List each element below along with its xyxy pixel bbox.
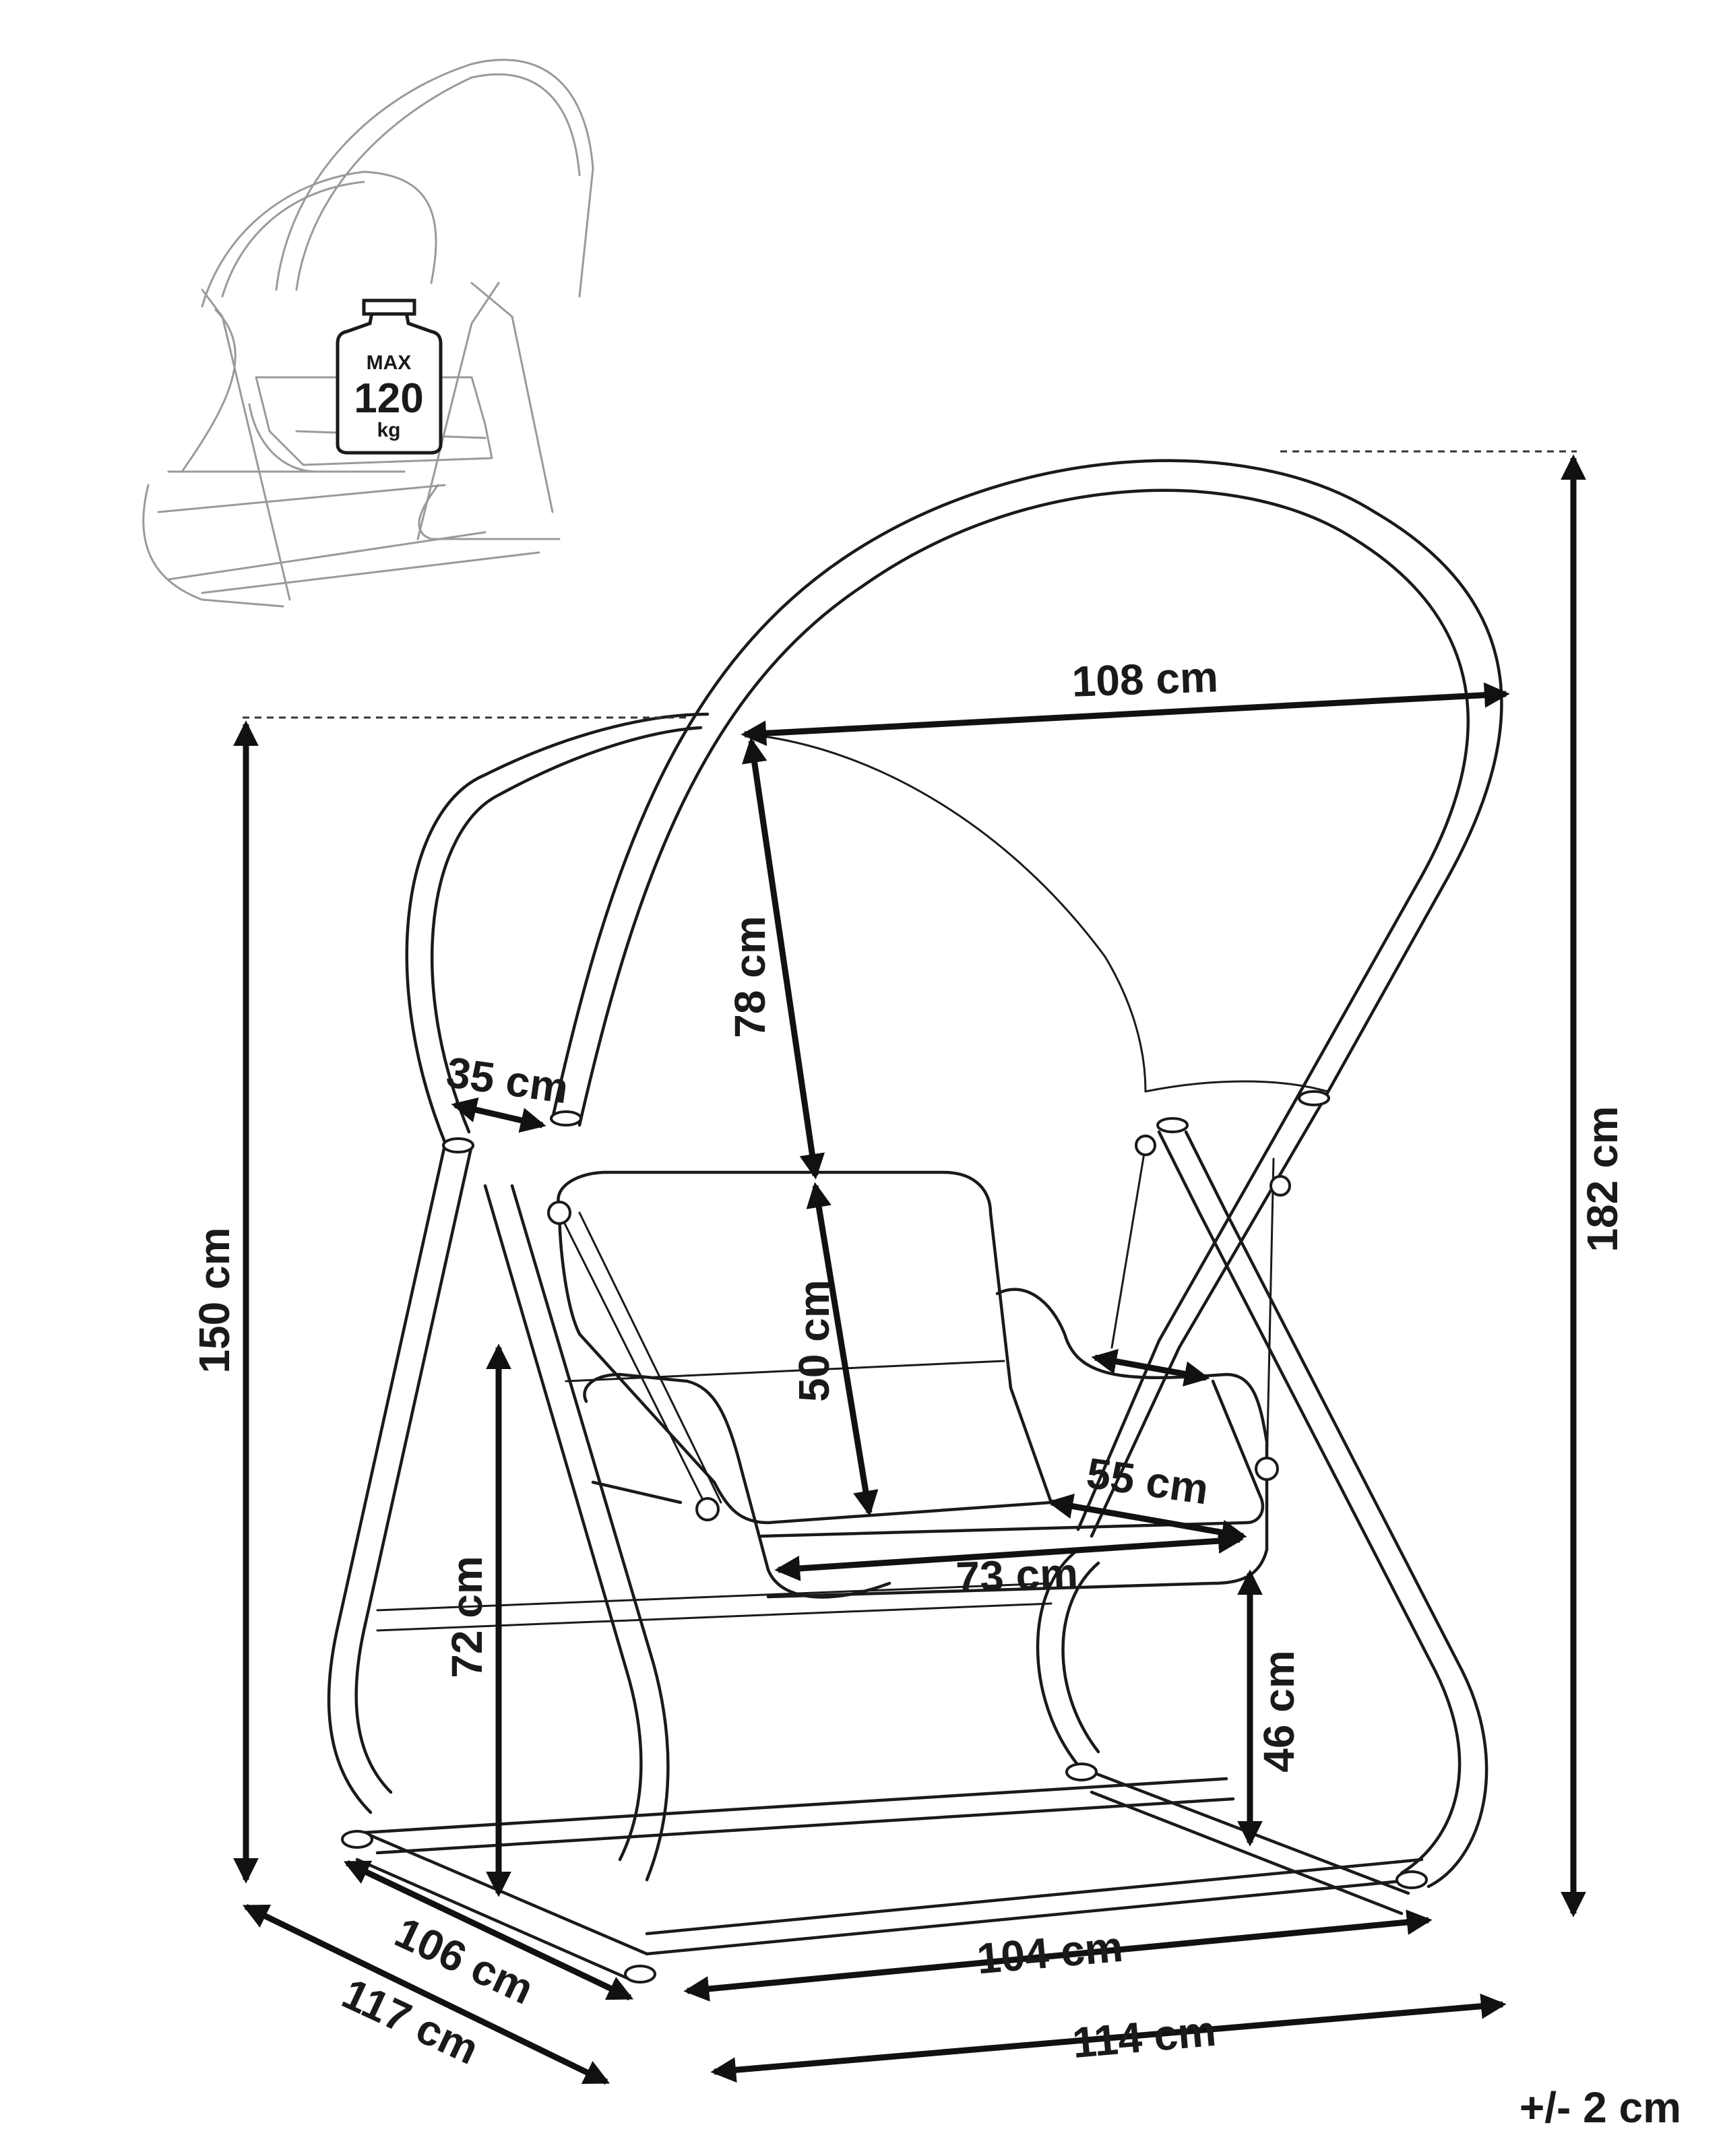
- swing-frame: [327, 459, 1503, 1984]
- base-width-inner-arrow: [683, 1909, 1433, 2002]
- label-base-width-outer: 114 cm: [1071, 2006, 1218, 2067]
- swing-seat: [547, 1135, 1291, 1599]
- badge-unit: kg: [377, 419, 400, 441]
- label-seat-height: 46 cm: [1255, 1650, 1303, 1772]
- label-seat-width: 73 cm: [955, 1549, 1079, 1602]
- max-load-weight-icon: MAX 120 kg: [336, 298, 443, 455]
- label-backrest-height: 50 cm: [790, 1279, 838, 1401]
- thumbnail-swing: [142, 59, 594, 608]
- badge-max: MAX: [367, 352, 412, 374]
- label-armrest-depth: 35 cm: [443, 1048, 571, 1113]
- label-canopy-width: 108 cm: [1071, 652, 1219, 706]
- label-inner-height: 72 cm: [443, 1556, 491, 1678]
- label-tolerance: +/- 2 cm: [1519, 2083, 1681, 2132]
- seat-depth-arrow: [1047, 1493, 1247, 1546]
- canopy-depth-arrow: [741, 737, 825, 1180]
- label-seat-depth: 55 cm: [1084, 1449, 1212, 1514]
- label-base-width-inner: 104 cm: [975, 1922, 1125, 1984]
- label-frame-height: 150 cm: [190, 1227, 239, 1373]
- dimension-lines: [233, 450, 1586, 2085]
- armrest-depth-arrow: [451, 1097, 546, 1133]
- label-total-height: 182 cm: [1578, 1106, 1627, 1252]
- seat-width-arrow: [774, 1528, 1244, 1581]
- dimension-labels: 108 cm 182 cm 150 cm 78 cm 35 cm 50 cm 5…: [190, 652, 1681, 2132]
- canopy-width-arrow: [741, 682, 1510, 747]
- seat-top-depth-arrow: [1091, 1349, 1210, 1387]
- badge-weight-value: 120: [354, 375, 423, 422]
- base-depth-outer-arrow: [242, 1903, 610, 2085]
- base-width-outer-arrow: [710, 1993, 1507, 2083]
- backrest-height-arrow: [806, 1182, 879, 1517]
- label-canopy-depth: 78 cm: [726, 916, 774, 1038]
